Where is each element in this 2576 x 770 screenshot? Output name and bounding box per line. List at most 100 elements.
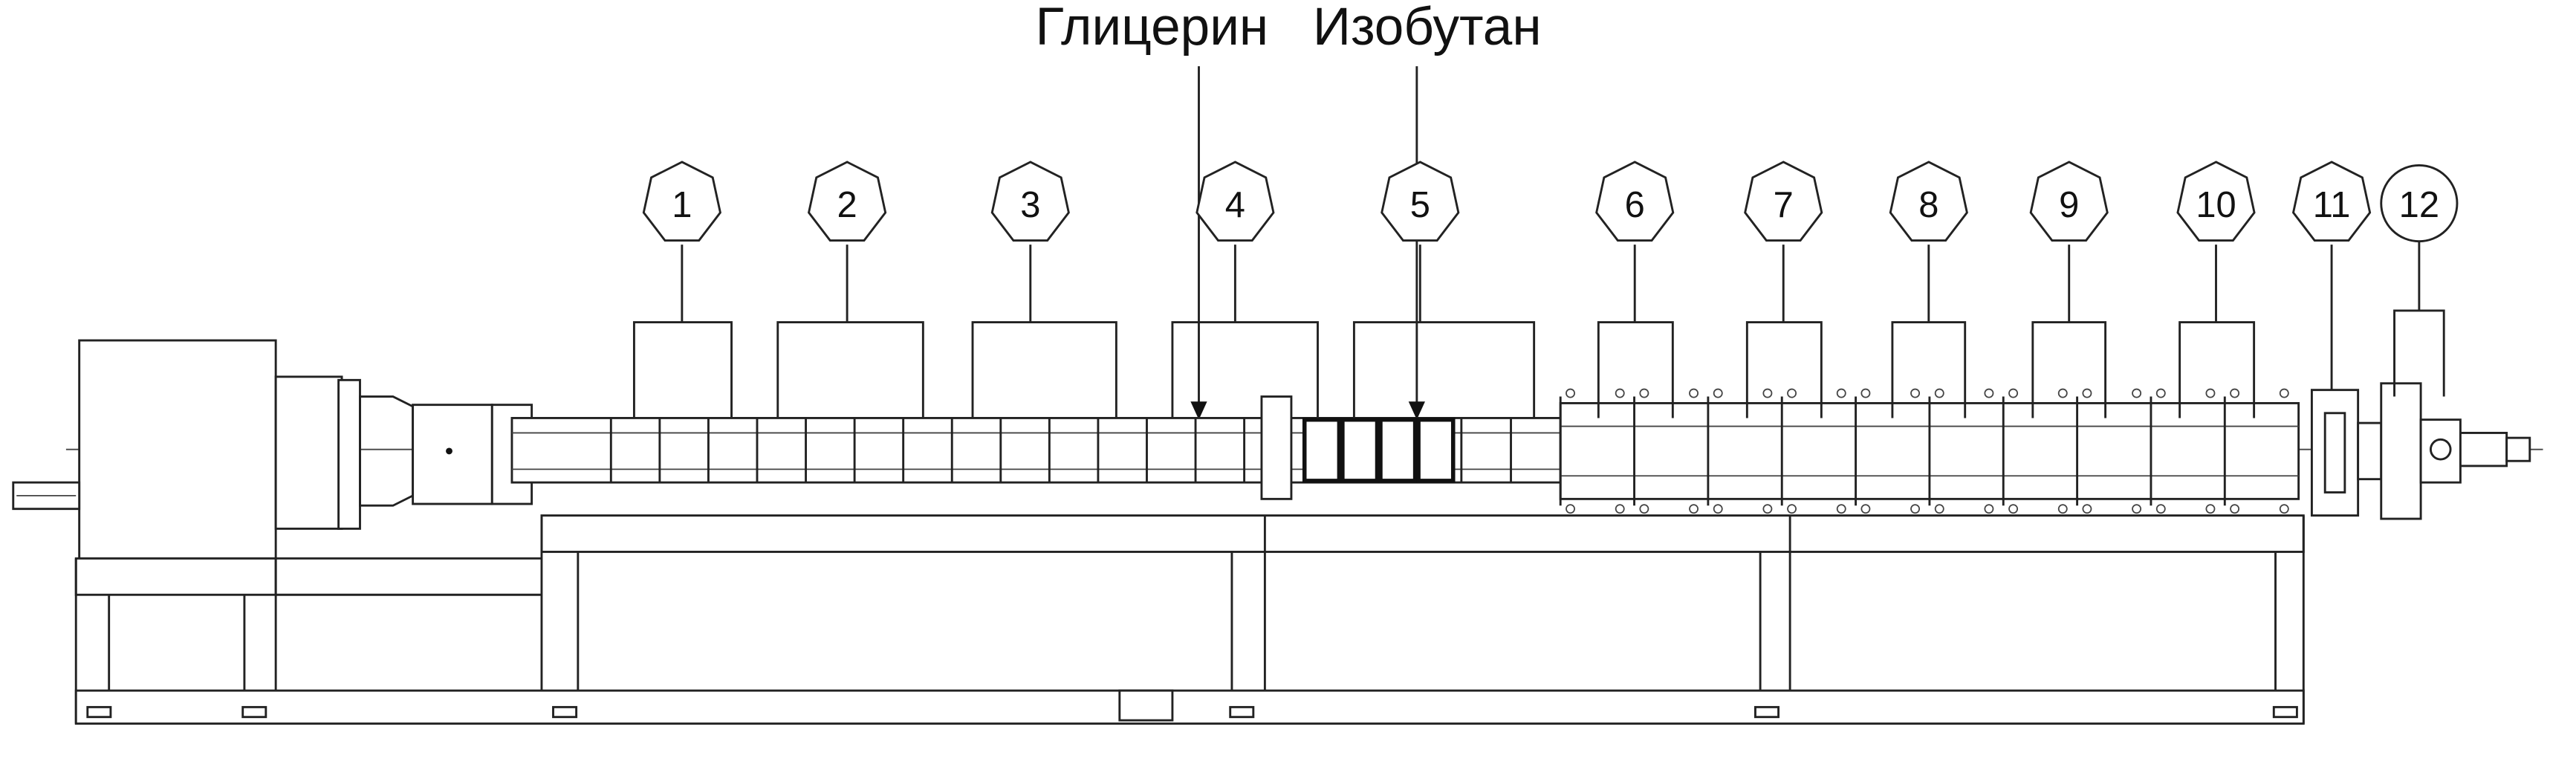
mixing-element xyxy=(1378,417,1418,483)
bolt-icon xyxy=(2155,504,2166,514)
bolt-icon xyxy=(2082,388,2092,398)
bolt-icon xyxy=(1689,504,1699,514)
leveling-foot xyxy=(1754,705,1780,719)
bolt-icon xyxy=(1615,388,1625,398)
isobutane-label: Изобутан xyxy=(1313,0,1542,56)
zone-bracket xyxy=(1352,321,1536,418)
zone-label: 10 xyxy=(2196,185,2236,225)
zone-bracket xyxy=(2031,321,2107,418)
bolt-icon xyxy=(1910,388,1921,398)
zone-marker-1: 1 xyxy=(632,161,733,418)
bolt-icon xyxy=(1934,388,1944,398)
zone-label: 11 xyxy=(2313,185,2351,225)
bolt-icon xyxy=(2082,504,2092,514)
bolt-icon xyxy=(1713,504,1723,514)
zone-marker-5: 5 xyxy=(1352,161,1536,418)
bolt-icon xyxy=(2155,388,2166,398)
leveling-foot xyxy=(552,705,578,719)
zone-bracket xyxy=(1171,321,1319,418)
barrel-segments xyxy=(609,417,1512,483)
heptagon-icon xyxy=(2176,161,2256,242)
zone-marker-2: 2 xyxy=(776,161,924,418)
zone-label: 3 xyxy=(1020,185,1040,225)
bolt-icon xyxy=(2279,388,2289,398)
bolt-icon xyxy=(1689,388,1699,398)
zone-label: 8 xyxy=(1918,185,1939,225)
zone-bracket xyxy=(776,321,924,418)
bolt-icon xyxy=(1787,388,1797,398)
zone-label: 9 xyxy=(2059,185,2079,225)
bolt-icon xyxy=(2057,504,2068,514)
bolt-icon xyxy=(1836,504,1846,514)
zone-bracket xyxy=(2178,321,2256,418)
mixing-element xyxy=(1340,417,1380,483)
zone-bracket xyxy=(2393,309,2445,397)
heptagon-icon xyxy=(1889,161,1968,242)
bolt-icon xyxy=(1639,504,1649,514)
zone-marker-4: 4 xyxy=(1171,161,1319,418)
bolt-icon xyxy=(1984,504,1994,514)
bolt-icon xyxy=(1762,504,1773,514)
zone-bracket xyxy=(1745,321,1823,418)
isobutane-feed-arrow xyxy=(1408,66,1425,420)
bolt-icon xyxy=(1615,504,1625,514)
bolt-icon xyxy=(1934,504,1944,514)
bolt-icon xyxy=(1639,388,1649,398)
gearbox xyxy=(274,375,533,530)
bolt-icon xyxy=(2279,504,2289,514)
zone-bracket xyxy=(1597,321,1674,418)
leveling-foot xyxy=(241,705,267,719)
heptagon-icon xyxy=(2029,161,2109,242)
bolt-icon xyxy=(1860,388,1871,398)
frame-feet xyxy=(86,705,2298,719)
bolt-icon xyxy=(2230,388,2240,398)
heptagon-icon xyxy=(1381,161,1460,242)
zone-marker-9: 9 xyxy=(2029,161,2109,418)
bolt-icon xyxy=(1910,504,1921,514)
zone-marker-7: 7 xyxy=(1744,161,1823,418)
bolt-icon xyxy=(1860,504,1871,514)
zone-label: 12 xyxy=(2399,185,2439,225)
leveling-foot xyxy=(1229,705,1255,719)
bolt-icon xyxy=(2008,504,2019,514)
zone-marker-12: 12 xyxy=(2380,164,2459,397)
zone-label: 1 xyxy=(672,185,692,225)
glycerin-feed-arrow xyxy=(1190,66,1207,420)
bolt-icon xyxy=(2205,504,2216,514)
zone-label: 6 xyxy=(1625,185,1645,225)
zone-marker-8: 8 xyxy=(1889,161,1968,418)
barrel-flange xyxy=(1260,395,1293,500)
bolt-icon xyxy=(2230,504,2240,514)
heptagon-icon xyxy=(990,161,1070,242)
glycerin-label: Глицерин xyxy=(1035,0,1268,56)
mixing-element xyxy=(1416,417,1456,483)
zone-label: 5 xyxy=(1410,185,1430,225)
zone-marker-11: 11 xyxy=(2291,161,2372,390)
zone-bracket xyxy=(971,321,1117,418)
bolt-icon xyxy=(2057,388,2068,398)
leveling-foot xyxy=(86,705,112,719)
zone-label: 4 xyxy=(1225,185,1245,225)
bolt-icon xyxy=(1566,504,1575,514)
bolt-icon xyxy=(1566,388,1575,398)
die-assembly xyxy=(2310,382,2531,520)
bolt-icon xyxy=(2132,504,2142,514)
heptagon-icon xyxy=(2291,161,2372,242)
zone-bracket xyxy=(632,321,733,418)
bolt-icon xyxy=(1762,388,1773,398)
zone-label: 2 xyxy=(837,185,857,225)
bolt-icon xyxy=(2008,388,2019,398)
mixing-element xyxy=(1302,417,1342,483)
bolt-icon xyxy=(1787,504,1797,514)
zone-label: 7 xyxy=(1774,185,1794,225)
drive-motor xyxy=(12,339,277,560)
heptagon-icon xyxy=(807,161,887,242)
bolt-icon xyxy=(2205,388,2216,398)
heater-units xyxy=(1559,388,2289,514)
bolt-icon xyxy=(1713,388,1723,398)
heptagon-icon xyxy=(1195,161,1275,242)
bolt-icon xyxy=(1984,388,1994,398)
leveling-foot xyxy=(2272,705,2298,719)
